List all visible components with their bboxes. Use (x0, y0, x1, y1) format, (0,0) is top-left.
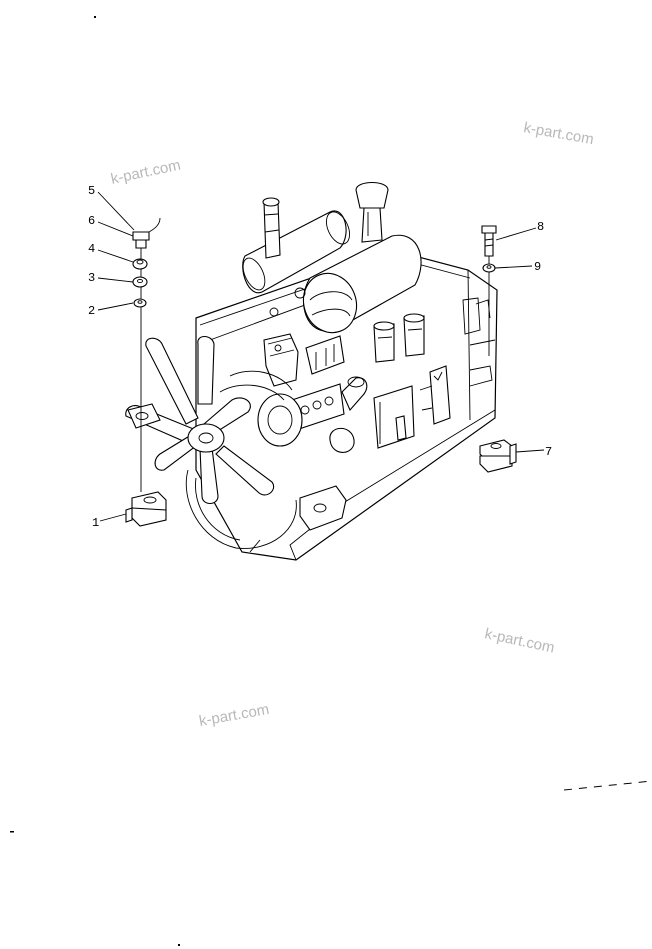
callout-labels: 5 6 4 3 2 1 8 9 7 (88, 184, 552, 530)
part-2-washer (133, 298, 147, 308)
callout-5: 5 (88, 184, 95, 198)
callout-9: 9 (534, 260, 541, 274)
watermark-4: k-part.com (198, 701, 271, 730)
callout-3: 3 (88, 271, 95, 285)
scan-specks (10, 16, 652, 946)
callout-4: 4 (88, 242, 95, 256)
part-1-mount-rubber (125, 491, 167, 527)
callout-1: 1 (92, 516, 99, 530)
watermark-1: k-part.com (522, 119, 595, 148)
part-9-washer (482, 263, 496, 273)
part-5-bolt (132, 217, 161, 249)
part-3-washer (132, 276, 148, 288)
leader-lines (97, 191, 545, 522)
callout-2: 2 (88, 304, 95, 318)
left-mount-stack (132, 217, 161, 492)
engine-illustration (125, 181, 498, 561)
callout-8: 8 (537, 220, 544, 234)
watermark-2: k-part.com (109, 157, 182, 188)
right-mount-stack (481, 225, 497, 356)
part-8-bolt (481, 225, 497, 257)
watermark-3: k-part.com (483, 625, 556, 656)
part-7-mount-rubber (479, 439, 517, 473)
callout-6: 6 (88, 214, 95, 228)
callout-7: 7 (545, 445, 552, 459)
part-4-nut (132, 258, 148, 270)
